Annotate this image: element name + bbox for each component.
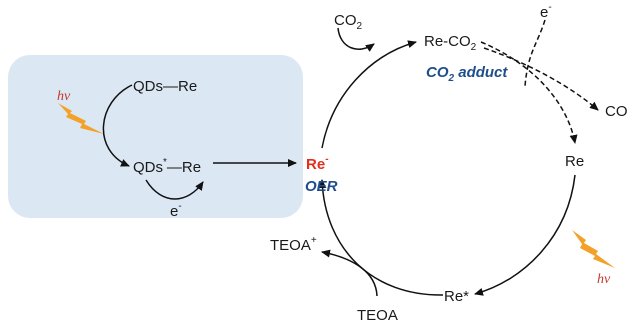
panel-electron-arrow [145, 179, 204, 200]
qd-panel [8, 55, 303, 218]
excitation-arrow [102, 84, 133, 167]
re-co2-label: Re-CO2 [424, 33, 477, 53]
co-out-label: CO [605, 103, 628, 120]
re-minus-label: Re- [306, 154, 329, 173]
cycle-arc-re-star-to-re-minus [318, 179, 444, 296]
cycle-lightning-icon [572, 230, 615, 268]
cycle-arc-re-to-re-star [474, 174, 576, 296]
co2-in-label: CO2 [334, 12, 363, 32]
teoa-label: TEOA [357, 307, 398, 324]
oer-label: OER [305, 178, 338, 195]
panel-lightning-icon [58, 103, 104, 134]
cycle-arc-re-co2-to-re [480, 41, 578, 144]
panel-electron-label: e- [170, 201, 182, 220]
cycle-electron-label: e- [540, 2, 552, 21]
teoa-plus-label: TEOA+ [270, 235, 317, 254]
qds-re-label: QDs—Re [133, 78, 197, 95]
cycle-hv-label: hv [597, 272, 611, 287]
re-label: Re [565, 153, 584, 170]
panel-hv-label: hv [57, 89, 71, 104]
co2-adduct-label: CO2 adduct [426, 64, 508, 84]
co2-in-arrow [337, 27, 375, 52]
qds-star-re-label: QDs*—Re [133, 157, 201, 176]
electron-in-arrow [524, 19, 546, 87]
cycle-arc-re-minus-to-re-co2 [321, 40, 417, 149]
teoa-arrow [321, 249, 378, 297]
re-star-label: Re* [444, 288, 469, 305]
